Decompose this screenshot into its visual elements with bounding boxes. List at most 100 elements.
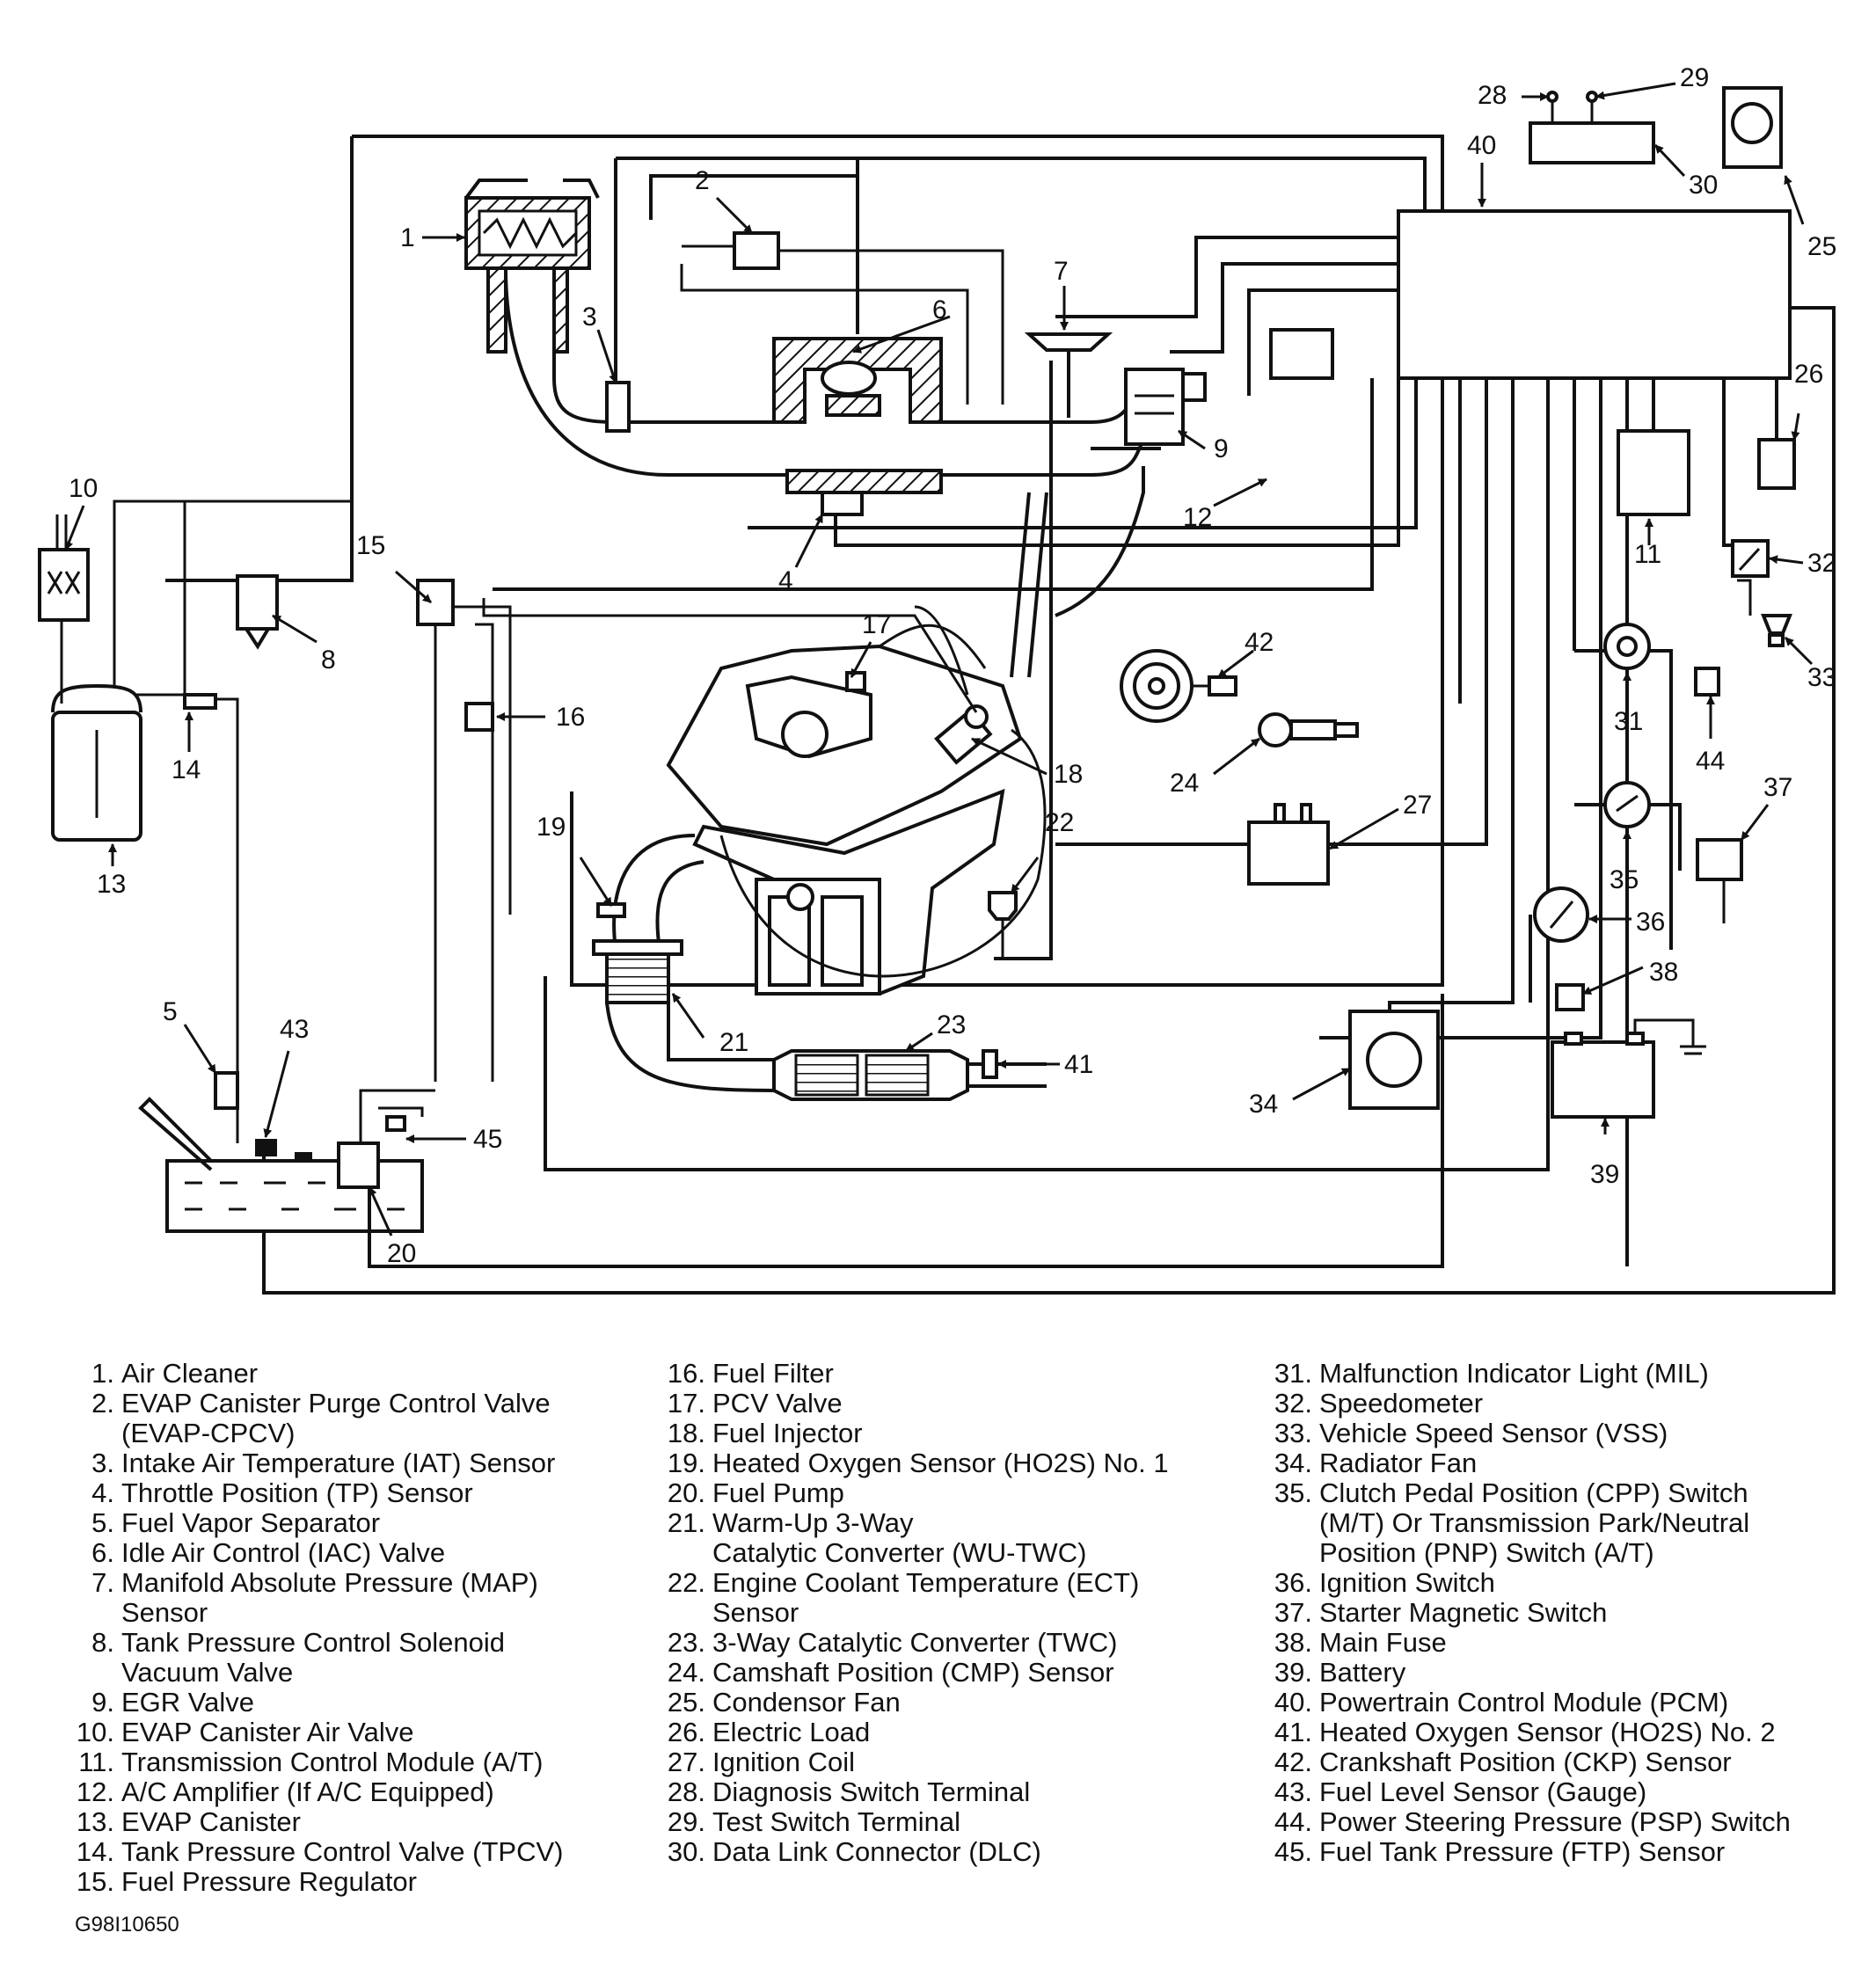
tpcv-valve	[183, 693, 217, 710]
callout-13: 13	[97, 870, 126, 899]
cmp-sensor	[1258, 712, 1359, 748]
legend-item: 19.Heated Oxygen Sensor (HO2S) No. 1	[667, 1448, 1169, 1478]
legend-item: (EVAP-CPCV)	[121, 1418, 296, 1448]
engine	[666, 644, 1023, 996]
legend-item: 33.Vehicle Speed Sensor (VSS)	[1274, 1418, 1668, 1448]
callout-41: 41	[1064, 1050, 1093, 1079]
callout-23: 23	[937, 1010, 966, 1039]
callout-3: 3	[582, 303, 597, 332]
legend-item: 3.Intake Air Temperature (IAT) Sensor	[91, 1448, 556, 1478]
tcm-box	[1617, 429, 1690, 516]
callout-35: 35	[1610, 865, 1639, 894]
fuel-vapor-separator	[214, 1071, 239, 1110]
callout-21: 21	[719, 1028, 748, 1057]
callout-18: 18	[1054, 760, 1083, 789]
legend-item: 37.Starter Magnetic Switch	[1274, 1597, 1608, 1628]
ckp-sensor	[1120, 649, 1237, 723]
evap-canister-air-valve	[38, 514, 90, 622]
legend-item: 1.Air Cleaner	[91, 1358, 259, 1389]
fuel-filter	[464, 702, 494, 732]
legend-item: 39.Battery	[1274, 1657, 1406, 1688]
legend-item: Position (PNP) Switch (A/T)	[1319, 1537, 1654, 1568]
legend-item: 40.Powertrain Control Module (PCM)	[1274, 1687, 1729, 1718]
legend-item: Vacuum Valve	[121, 1657, 294, 1688]
legend-item: 35.Clutch Pedal Position (CPP) Switch	[1274, 1477, 1748, 1508]
callout-24: 24	[1170, 769, 1199, 798]
ignition-coil	[1247, 803, 1330, 886]
legend-item: 34.Radiator Fan	[1274, 1448, 1478, 1478]
legend-item: 18.Fuel Injector	[667, 1418, 863, 1448]
legend-item: 16.Fuel Filter	[667, 1358, 834, 1389]
callout-29: 29	[1680, 63, 1709, 92]
callout-40: 40	[1467, 131, 1496, 160]
legend-item: 5.Fuel Vapor Separator	[91, 1507, 381, 1538]
callout-31: 31	[1614, 707, 1643, 736]
callout-28: 28	[1478, 81, 1507, 110]
legend-item: 9.EGR Valve	[91, 1687, 255, 1718]
callout-36: 36	[1636, 908, 1665, 937]
legend-item: 42.Crankshaft Position (CKP) Sensor	[1274, 1747, 1732, 1777]
fuel-pressure-regulator	[416, 579, 455, 626]
speedometer	[1731, 539, 1770, 578]
callout-labels: 1 2 3 4 5 6 7 8 9 10 11 12 13 14 15 16 1…	[69, 63, 1836, 1268]
legend-item: 44.Power Steering Pressure (PSP) Switch	[1274, 1806, 1791, 1837]
electric-load	[1757, 438, 1796, 490]
callout-34: 34	[1249, 1090, 1278, 1119]
legend-column-1: 1.Air Cleaner 2.EVAP Canister Purge Cont…	[62, 1358, 564, 1897]
legend-item: 4.Throttle Position (TP) Sensor	[91, 1477, 473, 1508]
vss-sensor	[1761, 614, 1792, 647]
legend-item: Sensor	[121, 1597, 208, 1628]
dlc-connector	[1529, 121, 1655, 164]
callout-38: 38	[1649, 958, 1678, 987]
callout-5: 5	[163, 997, 178, 1026]
legend-item: 23.3-Way Catalytic Converter (TWC)	[667, 1627, 1118, 1658]
ho2s-1	[596, 902, 626, 918]
cpp-switch	[1603, 781, 1651, 828]
legend-item: 20.Fuel Pump	[667, 1477, 844, 1508]
evap-cpcv	[733, 231, 780, 270]
fuel-level-sensor	[255, 1139, 277, 1156]
battery	[1551, 1018, 1706, 1119]
callout-leaders	[64, 82, 1814, 1236]
legend-item: 11.Transmission Control Module (A/T)	[78, 1747, 544, 1777]
legend-item: 7.Manifold Absolute Pressure (MAP)	[91, 1567, 538, 1598]
legend-item: 25.Condensor Fan	[667, 1687, 901, 1718]
air-cleaner	[464, 179, 600, 270]
legend-item: Catalytic Converter (WU-TWC)	[712, 1537, 1087, 1568]
legend-item: 27.Ignition Coil	[667, 1747, 855, 1777]
legend-item: 26.Electric Load	[667, 1717, 871, 1747]
callout-6: 6	[932, 295, 947, 325]
callout-2: 2	[695, 166, 710, 195]
legend-item: 14.Tank Pressure Control Valve (TPCV)	[76, 1836, 564, 1867]
main-fuse	[1555, 983, 1585, 1011]
callout-26: 26	[1794, 360, 1823, 389]
callout-32: 32	[1807, 549, 1836, 578]
diagnosis-switch-terminal	[1546, 91, 1558, 103]
legend-item: (M/T) Or Transmission Park/Neutral	[1319, 1507, 1750, 1538]
legend-column-2: 16.Fuel Filter 17.PCV Valve 18.Fuel Inje…	[651, 1359, 1169, 1867]
legend-item: 36.Ignition Switch	[1274, 1567, 1495, 1598]
tp-sensor	[821, 491, 864, 516]
legend-item: 38.Main Fuse	[1274, 1627, 1447, 1658]
legend-item: 32.Speedometer	[1274, 1388, 1484, 1419]
figure-code: G98I10650	[75, 1913, 179, 1937]
ac-amplifier	[1269, 328, 1334, 380]
callout-37: 37	[1763, 773, 1792, 802]
radiator-fan	[1348, 1010, 1440, 1110]
ignition-switch	[1533, 886, 1589, 943]
callout-4: 4	[778, 566, 793, 595]
legend-item: 21.Warm-Up 3-Way	[667, 1507, 914, 1538]
tank-pressure-solenoid	[236, 574, 279, 650]
legend-item: 12.A/C Amplifier (If A/C Equipped)	[76, 1776, 494, 1807]
callout-10: 10	[69, 474, 98, 503]
fuel-pump	[337, 1142, 380, 1189]
legend-item: 41.Heated Oxygen Sensor (HO2S) No. 2	[1274, 1717, 1776, 1747]
callout-19: 19	[537, 813, 566, 842]
callout-30: 30	[1689, 171, 1718, 200]
legend-item: 8.Tank Pressure Control Solenoid	[91, 1627, 505, 1658]
ftp-sensor	[385, 1115, 406, 1132]
callout-14: 14	[172, 755, 201, 784]
legend-item: 13.EVAP Canister	[76, 1806, 301, 1837]
test-switch-terminal	[1586, 91, 1598, 103]
legend-item: 2.EVAP Canister Purge Control Valve	[91, 1388, 551, 1419]
